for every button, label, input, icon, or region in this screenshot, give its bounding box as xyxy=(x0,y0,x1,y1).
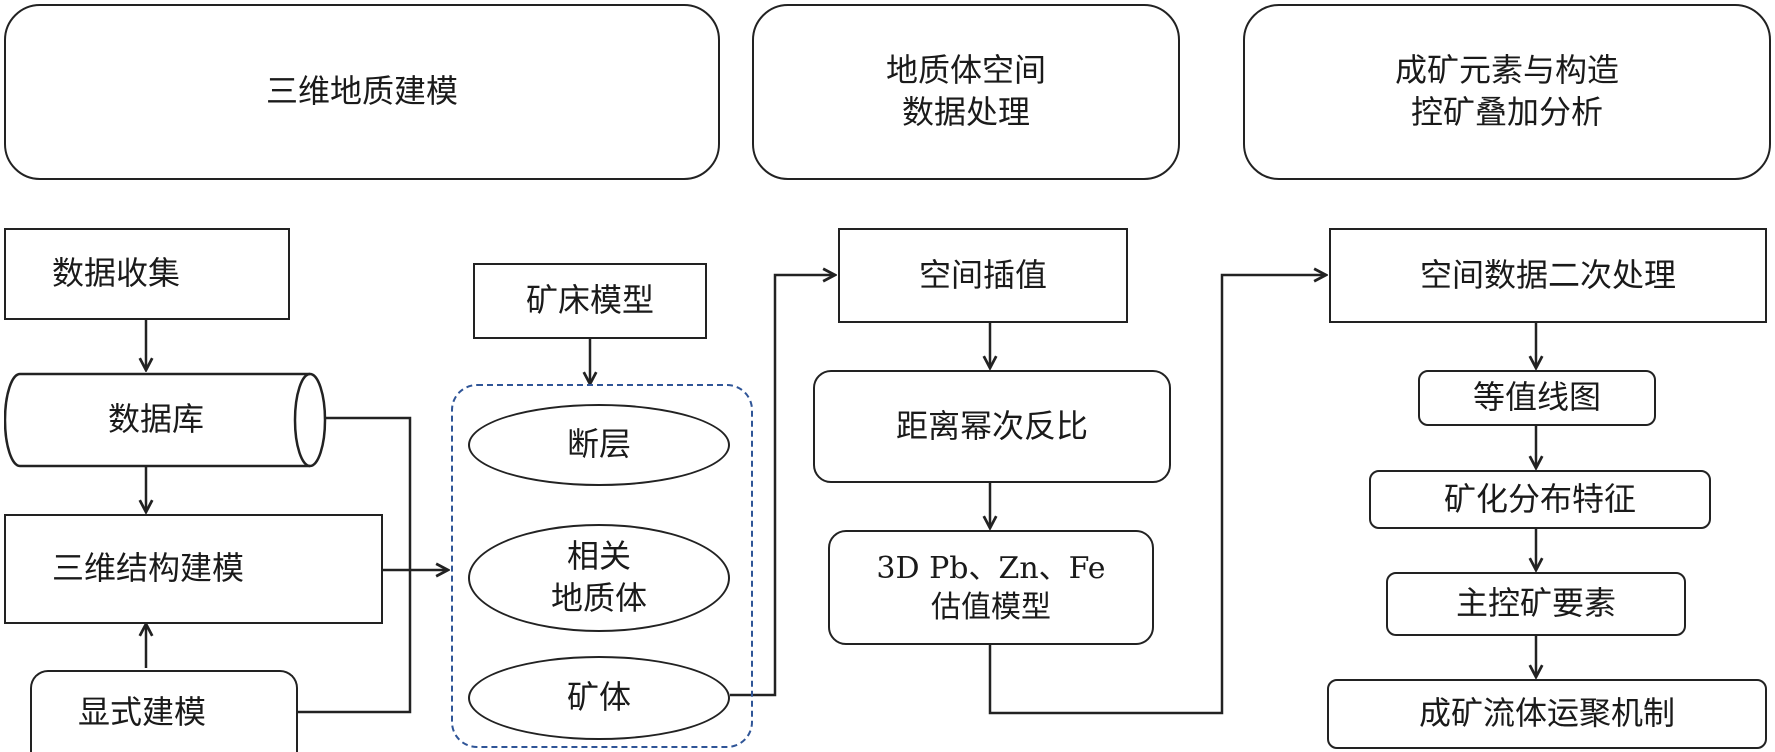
node-explicit-modeling: 显式建模 xyxy=(30,670,298,752)
header-spatial-data-processing: 地质体空间 数据处理 xyxy=(752,4,1180,180)
node-spatial-interpolation: 空间插值 xyxy=(838,228,1128,323)
node-fault: 断层 xyxy=(468,404,730,486)
arrow-estimate-to-secondary xyxy=(988,275,1326,715)
node-3d-structure-modeling: 三维结构建模 xyxy=(4,514,383,624)
header-overlay-analysis: 成矿元素与构造 控矿叠加分析 xyxy=(1243,4,1771,180)
node-secondary-processing: 空间数据二次处理 xyxy=(1329,228,1767,323)
node-ore-control-factors: 主控矿要素 xyxy=(1386,572,1686,636)
node-database-label: 数据库 xyxy=(107,400,204,439)
header-3d-geological-modeling: 三维地质建模 xyxy=(4,4,720,180)
node-orebody: 矿体 xyxy=(468,656,730,740)
line-database-to-group xyxy=(298,416,412,714)
dashed-group-frame xyxy=(451,384,753,748)
node-mineralization: 矿化分布特征 xyxy=(1369,470,1711,529)
node-deposit-model: 矿床模型 xyxy=(473,263,707,339)
node-inverse-distance: 距离幂次反比 xyxy=(813,370,1171,483)
node-data-collection: 数据收集 xyxy=(4,228,290,320)
node-contour-map: 等值线图 xyxy=(1418,370,1656,426)
node-related-geobody: 相关 地质体 xyxy=(468,524,730,632)
node-estimate-model: 3D Pb、Zn、Fe 估值模型 xyxy=(828,530,1154,645)
node-fluid-mechanism: 成矿流体运聚机制 xyxy=(1327,679,1767,749)
database-cylinder xyxy=(4,372,327,468)
